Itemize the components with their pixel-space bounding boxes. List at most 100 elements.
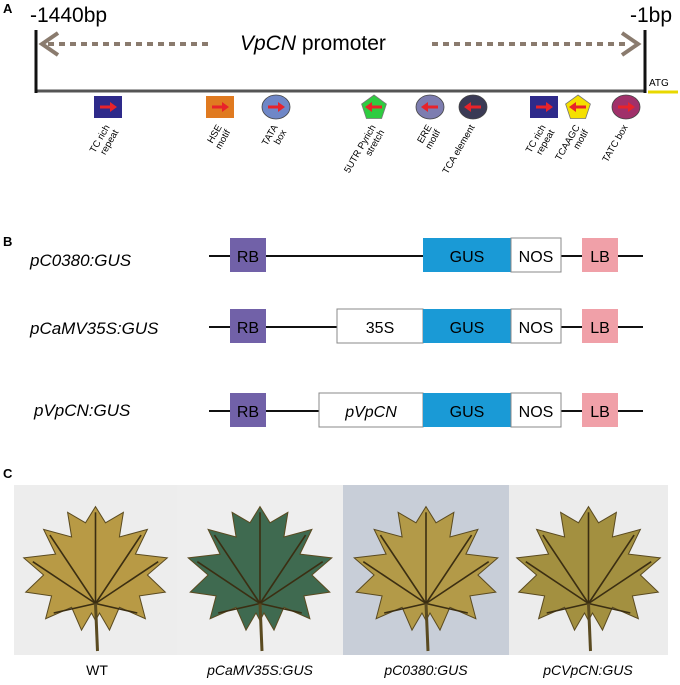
leaf-vein	[259, 602, 302, 614]
nos-block	[510, 237, 562, 273]
lb-label: LB	[590, 404, 610, 421]
panel-b-letter: B	[3, 234, 12, 249]
leaf-vein	[259, 534, 307, 604]
leaf-vein	[95, 602, 138, 614]
tatc-box-element: TATC box	[600, 94, 641, 165]
tc-rich-repeat-1-element: TC richrepeat	[88, 96, 122, 160]
leaf-vein	[542, 534, 590, 604]
direction-arrow-icon	[268, 102, 285, 112]
caption-pcamv35s: pCaMV35S:GUS	[206, 662, 313, 678]
direction-arrow-icon	[421, 102, 438, 112]
direction-arrow-icon	[100, 102, 117, 112]
tata-box-element: TATAbox	[260, 94, 291, 152]
pcamv35s-leaf-photo	[177, 485, 343, 655]
rb-label: RB	[237, 320, 259, 337]
direction-arrow-icon	[365, 102, 382, 112]
tcaagc-motif-element: TCAAGCmotif	[553, 94, 591, 168]
nos-label: NOS	[519, 320, 554, 337]
pcvpcn-leaf-photo	[509, 485, 668, 655]
element-label: 5UTR Pyrichstretch	[342, 123, 387, 180]
leaf-photos	[14, 485, 668, 655]
gus-label: GUS	[450, 249, 485, 266]
leaf-vein	[49, 534, 97, 604]
leaf-vein	[196, 561, 261, 605]
direction-arrow-icon	[618, 102, 635, 112]
gus-block	[423, 393, 511, 427]
gus-label: GUS	[450, 320, 485, 337]
nos-block	[510, 392, 562, 428]
lb-block	[582, 238, 618, 272]
leaf-vein	[588, 561, 652, 605]
tca-element-element: TCA element	[441, 94, 488, 176]
tc-rich-repeat-2-element: TC richrepeat	[524, 96, 558, 160]
promoter-35s-label: 35S	[366, 320, 394, 337]
rb-block	[230, 238, 266, 272]
promoter-35s-block	[336, 308, 424, 344]
element-label: HSEmotif	[205, 123, 234, 152]
lb-label: LB	[590, 320, 610, 337]
element-label: TATAbox	[260, 122, 290, 152]
construct-label: pVpCN:GUS	[33, 401, 131, 420]
promoter-title-italic: VpCN	[240, 32, 297, 55]
rb-block	[230, 393, 266, 427]
leaf-vein	[546, 602, 589, 614]
nos-block	[510, 308, 562, 344]
leaf-vein	[425, 534, 473, 604]
leaf-vein	[259, 561, 324, 605]
leaf-vein	[218, 602, 261, 614]
promoter-elements: TC richrepeat HSEmotif TATAbox 5UTR Pyrichs…	[88, 94, 641, 180]
construct-pcamv35s: pCaMV35S:GUS RB 35S GUS NOS LB	[29, 308, 643, 344]
leaf-vein	[53, 602, 96, 614]
left-dashed-arrow	[38, 31, 210, 57]
rb-label: RB	[237, 404, 259, 421]
leaf-vein	[525, 561, 589, 605]
gus-block	[423, 309, 511, 343]
leaf-vein	[587, 534, 635, 604]
leaf-vein	[588, 602, 631, 614]
hse-motif-element: HSEmotif	[205, 96, 234, 151]
construct-pvpcn: pVpCN:GUS RB pVpCN GUS NOS LB	[33, 392, 643, 428]
gus-label: GUS	[450, 404, 485, 421]
leaf-vein	[379, 534, 427, 604]
construct-pc0380: pC0380:GUS RB GUS NOS LB	[29, 237, 643, 273]
ere-motif-element: EREmotif	[415, 94, 445, 151]
panel-a-letter: A	[3, 1, 13, 16]
leaf-vein	[95, 561, 159, 605]
leaf-vein	[94, 534, 142, 604]
leaf-vein	[32, 561, 96, 605]
nos-label: NOS	[519, 249, 554, 266]
promoter-pvpcn-label: pVpCN	[344, 404, 397, 421]
leaf-petiole	[94, 603, 99, 652]
caption-wt: WT	[86, 662, 108, 678]
lb-label: LB	[590, 249, 610, 266]
leaf-vein	[425, 561, 490, 605]
right-bp-label: -1bp	[630, 4, 672, 27]
promoter-pvpcn-block	[318, 392, 424, 428]
leaf-vein	[362, 561, 427, 605]
caption-pcvpcn: pCVpCN:GUS	[542, 662, 633, 678]
rb-block	[230, 309, 266, 343]
leaf-vein	[425, 602, 468, 614]
construct-label: pC0380:GUS	[29, 251, 132, 270]
left-bp-label: -1440bp	[30, 4, 107, 27]
direction-arrow-icon	[569, 102, 586, 112]
element-label: TCAAGCmotif	[553, 123, 591, 168]
leaf-petiole	[258, 603, 264, 652]
atg-label: ATG	[649, 78, 669, 89]
promoter-title: VpCN promoter	[240, 32, 386, 55]
element-label: TATC box	[600, 123, 630, 165]
construct-label: pCaMV35S:GUS	[29, 319, 159, 338]
leaf-petiole	[587, 603, 592, 652]
promoter-title-word: promoter	[296, 32, 386, 55]
direction-arrow-icon	[464, 102, 481, 112]
element-label: TC richrepeat	[524, 123, 558, 160]
caption-pc0380: pC0380:GUS	[383, 662, 468, 678]
5utr-pyrich-stretch-element: 5UTR Pyrichstretch	[342, 94, 387, 180]
lb-block	[582, 393, 618, 427]
element-label: TC richrepeat	[88, 123, 122, 160]
element-label: TCA element	[441, 123, 478, 176]
direction-arrow-icon	[536, 102, 553, 112]
panel-c-letter: C	[3, 466, 13, 481]
pc0380-leaf-photo	[343, 485, 509, 655]
